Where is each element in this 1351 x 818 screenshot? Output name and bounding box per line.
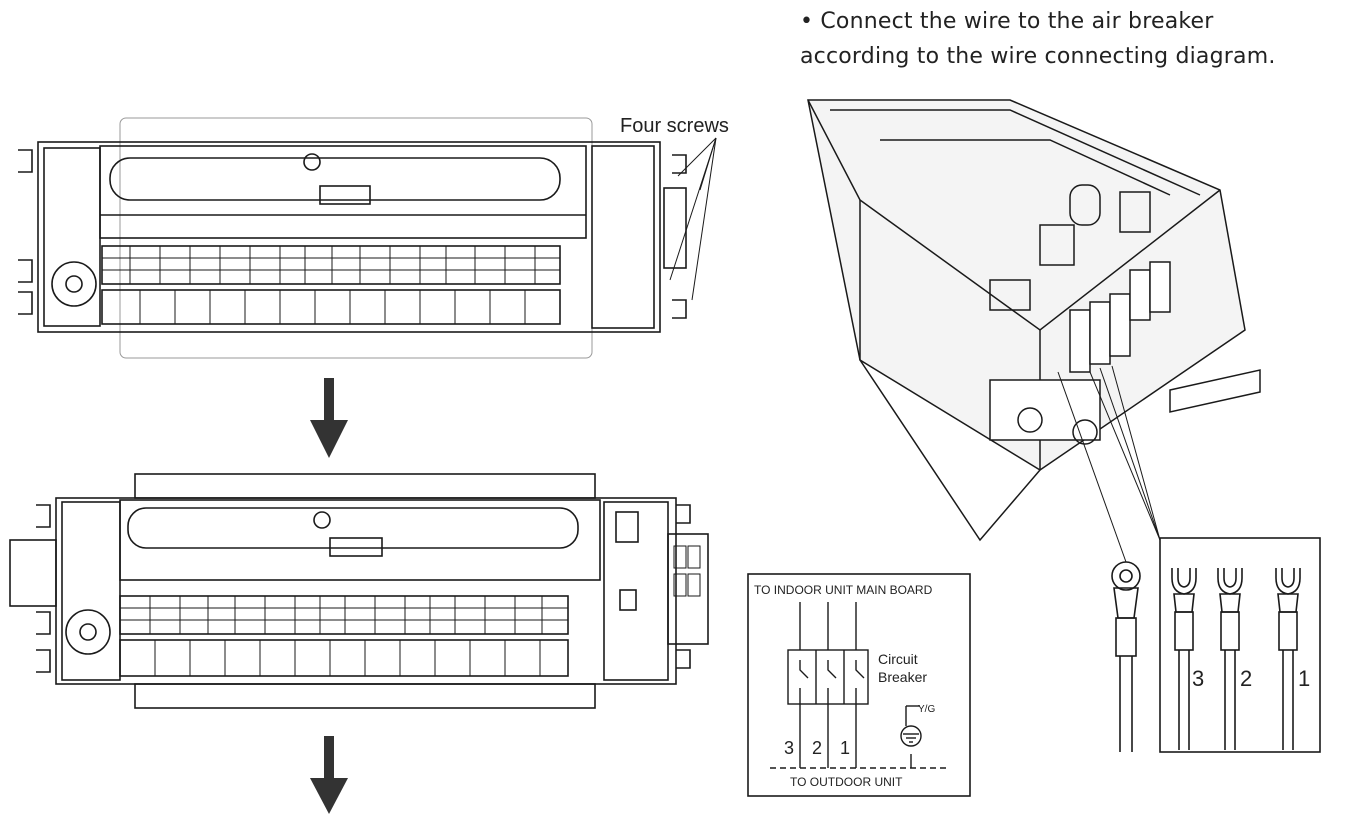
wire-label-1: 1 <box>1298 666 1310 691</box>
unit-left-panel-top <box>43 147 101 327</box>
unit-bracket-top <box>319 185 371 205</box>
unit-fan-section-top <box>99 145 587 239</box>
arrow-down-icon-2 <box>310 736 348 814</box>
relay-2 <box>989 279 1031 311</box>
indoor-unit-bottom <box>9 473 709 709</box>
knockout-2 <box>1072 419 1098 445</box>
fork-terminal-2 <box>1217 568 1243 750</box>
indoor-unit-top <box>18 117 687 359</box>
instruction-text: • Connect the wire to the air breaker ac… <box>800 4 1350 74</box>
ground-icon <box>900 725 922 747</box>
wiring-diagram-frame <box>747 573 971 797</box>
unit-louver-top <box>101 245 561 285</box>
ring-terminal <box>1111 561 1141 752</box>
breaker-label-line2: Breaker <box>878 669 927 685</box>
breaker-bottom <box>667 533 709 645</box>
wiring-diagram: TO INDOOR UNIT MAIN BOARD Circuit Breake… <box>747 573 971 797</box>
arrow-down-icon <box>310 378 348 458</box>
box-side-plate <box>989 379 1101 441</box>
unit-blower-top <box>109 157 561 201</box>
terminal-leader-lines <box>1057 365 1161 563</box>
unit-fan-section-bottom <box>119 499 601 581</box>
screws-leader-lines <box>669 137 717 301</box>
unit-blower-bottom <box>127 507 579 549</box>
instruction-line-2: according to the wire connecting diagram… <box>800 44 1276 69</box>
unit-motor-top <box>303 153 321 171</box>
breaker-top <box>663 187 687 269</box>
fork-terminal-1 <box>1275 568 1301 750</box>
unit-bracket-bottom <box>329 537 383 557</box>
relay-1 <box>1039 224 1075 266</box>
wiring-top-label: TO INDOOR UNIT MAIN BOARD <box>754 583 933 597</box>
screws-label: Four screws <box>620 115 729 137</box>
terminal-label-2: 2 <box>812 738 822 758</box>
wire-label-2: 2 <box>1240 666 1252 691</box>
terminal-label-3: 3 <box>784 738 794 758</box>
electric-box-perspective <box>807 99 1261 542</box>
instruction-line-1: • Connect the wire to the air breaker <box>800 9 1214 34</box>
flange-top <box>134 473 596 499</box>
fork-terminals <box>1171 568 1301 750</box>
unit-louver-bottom <box>119 595 569 635</box>
unit-left-panel-bottom <box>61 501 121 681</box>
ground-label: Y/G <box>918 704 935 715</box>
unit-drain-bottom <box>65 609 111 655</box>
unit-frame-bottom <box>55 497 677 685</box>
wire-label-3: 3 <box>1192 666 1204 691</box>
mount-bracket <box>1169 369 1261 413</box>
unit-drain-top <box>51 261 97 307</box>
breaker-label-line1: Circuit <box>878 651 918 667</box>
electric-box-cover-top <box>591 145 655 329</box>
unit-motor-bottom <box>313 511 331 529</box>
unit-grille-top <box>101 289 561 325</box>
terminal-label-1: 1 <box>840 738 850 758</box>
unit-grille-bottom <box>119 639 569 677</box>
pipe-connector <box>9 539 57 607</box>
relay-3 <box>1119 191 1151 233</box>
capacitor <box>1069 184 1101 226</box>
circuit-breaker-3d <box>1069 261 1171 373</box>
flange-bottom <box>134 683 596 709</box>
wiring-bottom-label: TO OUTDOOR UNIT <box>790 775 903 789</box>
fork-terminal-box <box>1159 537 1321 753</box>
unit-frame-top <box>37 141 661 333</box>
fork-terminal-3 <box>1171 568 1197 750</box>
knockout-1 <box>1017 407 1043 433</box>
